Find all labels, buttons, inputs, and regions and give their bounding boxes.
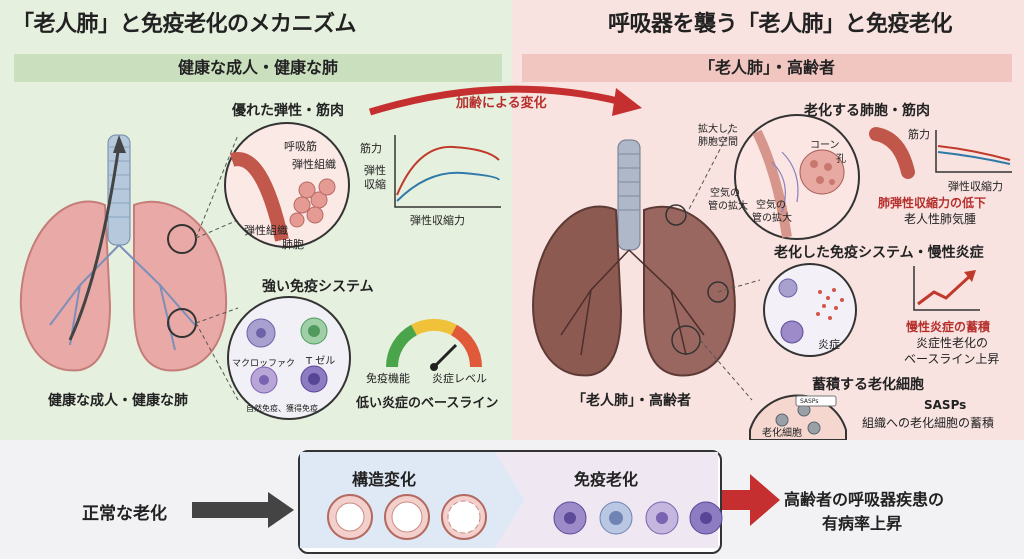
left-band: 健康な成人・健康な肺 xyxy=(14,54,502,82)
gauge-caption: 低い炎症のベースライン xyxy=(356,396,499,411)
senile-emphysema: 老人性肺気腫 xyxy=(904,212,977,226)
gauge-needle xyxy=(432,343,458,369)
rising-trend-chart-icon xyxy=(913,266,980,311)
aged-lung-caption: 「老人肺」・高齢者 xyxy=(572,393,691,409)
gauge-label-inflammation: 炎症レベル xyxy=(432,372,487,385)
connector-lines xyxy=(195,134,239,401)
gauge-label-immune: 免疫機能 xyxy=(366,372,410,385)
label-airway-1b: 管の拡大 xyxy=(708,201,748,212)
chronic-line-2: ベースライン上昇 xyxy=(904,352,1000,366)
right-panel: 呼吸器を襲う「老人肺」と免疫老化 「老人肺」・高齢者 「老人肺」・高齢者 老化す… xyxy=(512,0,1024,441)
sasp-label: SASPs xyxy=(924,398,967,412)
label-inflammation: 炎症 xyxy=(818,338,840,351)
aged-left-lung xyxy=(532,205,623,377)
label-macrophage: マクロッファク xyxy=(232,359,296,369)
label-alveoli: 肺胞 xyxy=(282,238,304,251)
label-enlarged-2: 肺胞空間 xyxy=(698,137,738,148)
aged-graph-x-label: 弾性収縮力 xyxy=(948,180,1003,193)
label-kohn: コーン xyxy=(810,140,840,151)
healthy-strength-graph xyxy=(394,135,501,208)
right-title: 呼吸器を襲う「老人肺」と免疫老化 xyxy=(608,12,953,37)
immunosenescence-label: 免疫老化 xyxy=(574,470,639,489)
label-innate-adaptive: 自然免疫、獲得免疫 xyxy=(246,404,318,413)
left-lung xyxy=(19,200,112,372)
label-respiratory-muscle: 呼吸筋 xyxy=(284,140,317,153)
outcome-line-2: 有病率上昇 xyxy=(822,514,903,533)
aging-change-label: 加齢による変化 xyxy=(456,96,547,111)
structural-change-label: 構造変化 xyxy=(352,470,417,489)
graph-y-label-elastic: 弾性 収縮 xyxy=(364,164,386,191)
label-airway-2a: 空気の xyxy=(756,200,786,211)
healthy-lung-caption: 健康な成人・健康な肺 xyxy=(48,393,188,409)
left-title: 「老人肺」と免疫老化のメカニズム xyxy=(12,12,357,37)
aged-strength-graph xyxy=(935,130,1012,173)
immune-cell-icons xyxy=(553,501,723,535)
senescent-cell-label: 老化細胞 xyxy=(762,428,802,439)
label-airway-2b: 管の拡大 xyxy=(752,213,792,224)
aged-immune-circle xyxy=(763,263,857,357)
muscle-zoom-circle xyxy=(224,122,350,248)
zoom-marker-upper xyxy=(167,224,197,254)
label-enlarged-1: 拡大した xyxy=(698,124,738,135)
airflow-arrow xyxy=(68,144,121,341)
chronic-inflammation-accumulation: 慢性炎症の蓄積 xyxy=(906,320,991,334)
aged-graph-y-label: 筋力 xyxy=(908,128,930,141)
aged-immune-heading: 老化した免疫システム・慢性炎症 xyxy=(774,245,984,261)
label-airway-1a: 空気の xyxy=(710,188,740,199)
label-t-cell: T ゼル xyxy=(306,356,336,367)
graph-x-label: 弾性収縮力 xyxy=(410,214,465,227)
graph-y-label-strength: 筋力 xyxy=(360,142,382,155)
elastic-recoil-loss: 肺弾性収縮力の低下 xyxy=(878,196,987,210)
normal-aging-label: 正常な老化 xyxy=(82,504,167,524)
label-elastic-tissue-2: 弾性組織 xyxy=(244,224,288,237)
chronic-line-1: 炎症性老化の xyxy=(916,336,989,350)
outcome-arrow xyxy=(722,474,780,526)
outcome-line-1: 高齢者の呼吸器疾患の xyxy=(784,490,945,509)
right-connector-lines xyxy=(685,129,761,401)
immune-zoom-circle xyxy=(227,296,351,420)
left-panel: 「老人肺」と免疫老化のメカニズム 健康な成人・健康な肺 健康な成人・健康な肺 優… xyxy=(0,0,512,440)
structural-icons xyxy=(327,494,487,540)
muscle-heading: 優れた弾性・筋肉 xyxy=(232,103,344,119)
right-band: 「老人肺」・高齢者 xyxy=(522,54,1012,82)
aged-right-lung xyxy=(643,205,736,377)
senescent-heading: 蓄積する老化細胞 xyxy=(812,377,924,393)
sasp-description: 組織への老化細胞の蓄積 xyxy=(862,416,995,430)
senescent-cells-circle xyxy=(749,394,847,441)
normal-aging-arrow xyxy=(192,492,294,528)
inflammation-gauge xyxy=(385,318,483,371)
immune-heading: 強い免疫システム xyxy=(262,279,374,295)
alveoli-heading: 老化する肺胞・筋肉 xyxy=(804,103,930,119)
weak-muscle-icon xyxy=(869,127,915,179)
aged-lungs-illustration xyxy=(532,139,736,377)
label-elastic-tissue-1: 弾性組織 xyxy=(292,158,336,171)
sasp-small-label: SASPs xyxy=(800,398,819,405)
label-pore: 孔 xyxy=(836,154,846,165)
aged-alveoli-circle xyxy=(734,114,860,240)
healthy-lungs-illustration xyxy=(19,134,228,372)
aging-change-arrow xyxy=(368,85,642,116)
right-lung xyxy=(133,200,228,372)
